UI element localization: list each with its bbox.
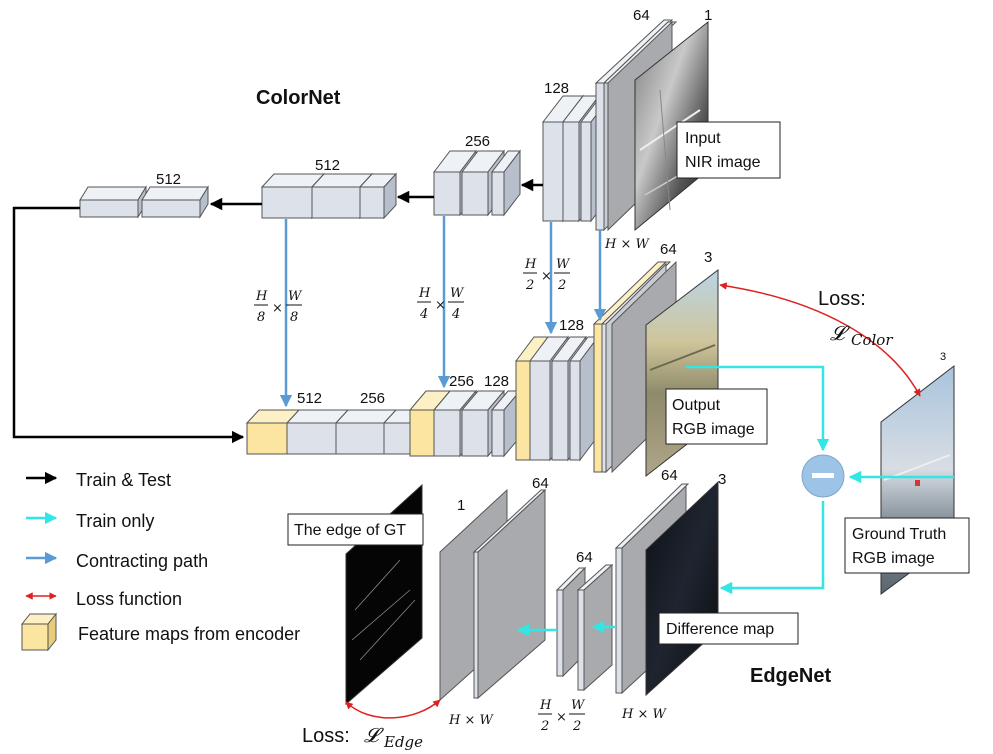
- output-label-box: Output RGB image: [665, 388, 768, 445]
- svg-text:Difference map: Difference map: [666, 621, 774, 638]
- svg-text:The edge of GT: The edge of GT: [294, 522, 406, 539]
- svg-text:8: 8: [290, 310, 298, 325]
- block-128-bottom: [515, 335, 599, 462]
- label-64-edge-a: 64: [532, 475, 549, 492]
- svg-text:4: 4: [419, 307, 428, 322]
- dim-half-top: H 2 × W 2: [523, 257, 571, 293]
- label-128-bottom-b: 128: [559, 317, 584, 334]
- legend: Train & Test Train only Contracting path…: [20, 470, 300, 652]
- svg-text:H: H: [418, 286, 431, 301]
- label-128-bottom-a: 128: [484, 373, 509, 390]
- dim-hw-edge-left: H × W: [448, 713, 494, 728]
- svg-text:2: 2: [540, 719, 549, 734]
- label-64-top: 64: [633, 7, 650, 24]
- subtract-node: [801, 454, 845, 498]
- svg-text:H: H: [524, 257, 537, 272]
- legend-feature-maps: Feature maps from encoder: [20, 612, 300, 652]
- svg-text:W: W: [288, 289, 303, 304]
- legend-loss-function: Loss function: [25, 589, 182, 609]
- block-256-bottom: [408, 389, 522, 458]
- svg-text:2: 2: [525, 278, 534, 293]
- train-test-arrows: [12, 178, 543, 444]
- label-512-top-left: 512: [156, 171, 181, 188]
- svg-text:4: 4: [451, 307, 460, 322]
- svg-text:Loss:: Loss:: [302, 725, 350, 747]
- legend-contracting-path: Contracting path: [26, 551, 208, 571]
- block-512-bottom: [245, 408, 424, 456]
- input-label-box: Input NIR image: [676, 121, 781, 179]
- svg-text:Train & Test: Train & Test: [76, 470, 171, 490]
- svg-text:Contracting path: Contracting path: [76, 551, 208, 571]
- label-3-bottom: 3: [704, 249, 712, 266]
- loss-edge-label: Loss: 𝓛 Edge: [302, 723, 423, 751]
- svg-text:Train only: Train only: [76, 511, 154, 531]
- svg-text:×: ×: [435, 298, 446, 313]
- svg-text:Feature maps from encoder: Feature maps from encoder: [78, 624, 300, 644]
- svg-text:×: ×: [556, 710, 567, 725]
- dim-eighth: H 8 × W 8: [254, 289, 303, 325]
- svg-text:W: W: [556, 257, 571, 272]
- block-512-top: [260, 172, 398, 220]
- label-256-top: 256: [465, 133, 490, 150]
- legend-train-only: Train only: [26, 511, 154, 531]
- svg-text:𝓛: 𝓛: [830, 321, 850, 345]
- svg-text:Edge: Edge: [383, 733, 423, 751]
- label-3-gt: 3: [940, 351, 946, 363]
- label-3-edge: 3: [718, 471, 726, 488]
- svg-text:2: 2: [572, 719, 581, 734]
- difference-map-label-box: Difference map: [658, 612, 799, 645]
- svg-text:RGB image: RGB image: [852, 550, 935, 567]
- svg-text:W: W: [450, 286, 465, 301]
- svg-text:H: H: [539, 698, 552, 713]
- svg-text:RGB image: RGB image: [672, 421, 755, 438]
- label-64-bottom: 64: [660, 241, 677, 258]
- svg-text:Loss function: Loss function: [76, 589, 182, 609]
- label-64-edge-c: 64: [661, 467, 678, 484]
- svg-text:NIR image: NIR image: [685, 154, 761, 171]
- label-256-bottom-a: 256: [360, 390, 385, 407]
- edge-block-1: [439, 488, 547, 702]
- dim-quarter: H 4 × W 4: [417, 286, 465, 322]
- svg-text:W: W: [571, 698, 586, 713]
- svg-text:2: 2: [557, 278, 566, 293]
- label-256-bottom-b: 256: [449, 373, 474, 390]
- svg-text:×: ×: [541, 269, 552, 284]
- colornet-title: ColorNet: [256, 87, 341, 109]
- ground-truth-label-box: Ground Truth RGB image: [844, 517, 970, 574]
- dim-half-edge: H 2 × W 2: [538, 698, 586, 734]
- svg-text:Loss:: Loss:: [818, 288, 866, 310]
- svg-text:𝓛: 𝓛: [364, 723, 384, 747]
- label-64-edge-b: 64: [576, 549, 593, 566]
- svg-text:8: 8: [257, 310, 265, 325]
- block-256-top: [432, 149, 522, 217]
- label-128-top: 128: [544, 80, 569, 97]
- loss-arrows: [345, 282, 921, 719]
- dim-hw-edge-right: H × W: [621, 707, 667, 722]
- svg-text:H: H: [255, 289, 268, 304]
- encoder-row: [79, 19, 709, 232]
- label-1-edge: 1: [457, 497, 465, 514]
- svg-text:Ground Truth: Ground Truth: [852, 526, 946, 543]
- decoder-row: [245, 260, 719, 478]
- legend-train-test: Train & Test: [26, 470, 171, 490]
- edge-gt-label-box: The edge of GT: [287, 513, 424, 546]
- label-512-top: 512: [315, 157, 340, 174]
- svg-text:×: ×: [272, 301, 283, 316]
- label-512-bottom: 512: [297, 390, 322, 407]
- edgenet-title: EdgeNet: [750, 665, 831, 687]
- block-512-top-left: [79, 185, 209, 219]
- label-1-top: 1: [704, 7, 712, 24]
- dim-hw-top: H × W: [604, 237, 650, 252]
- svg-text:Output: Output: [672, 397, 721, 414]
- svg-text:Input: Input: [685, 130, 721, 147]
- contracting-path-arrows: [279, 216, 607, 408]
- svg-text:Color: Color: [851, 331, 893, 349]
- loss-color-label: Loss: 𝓛 Color: [818, 288, 893, 349]
